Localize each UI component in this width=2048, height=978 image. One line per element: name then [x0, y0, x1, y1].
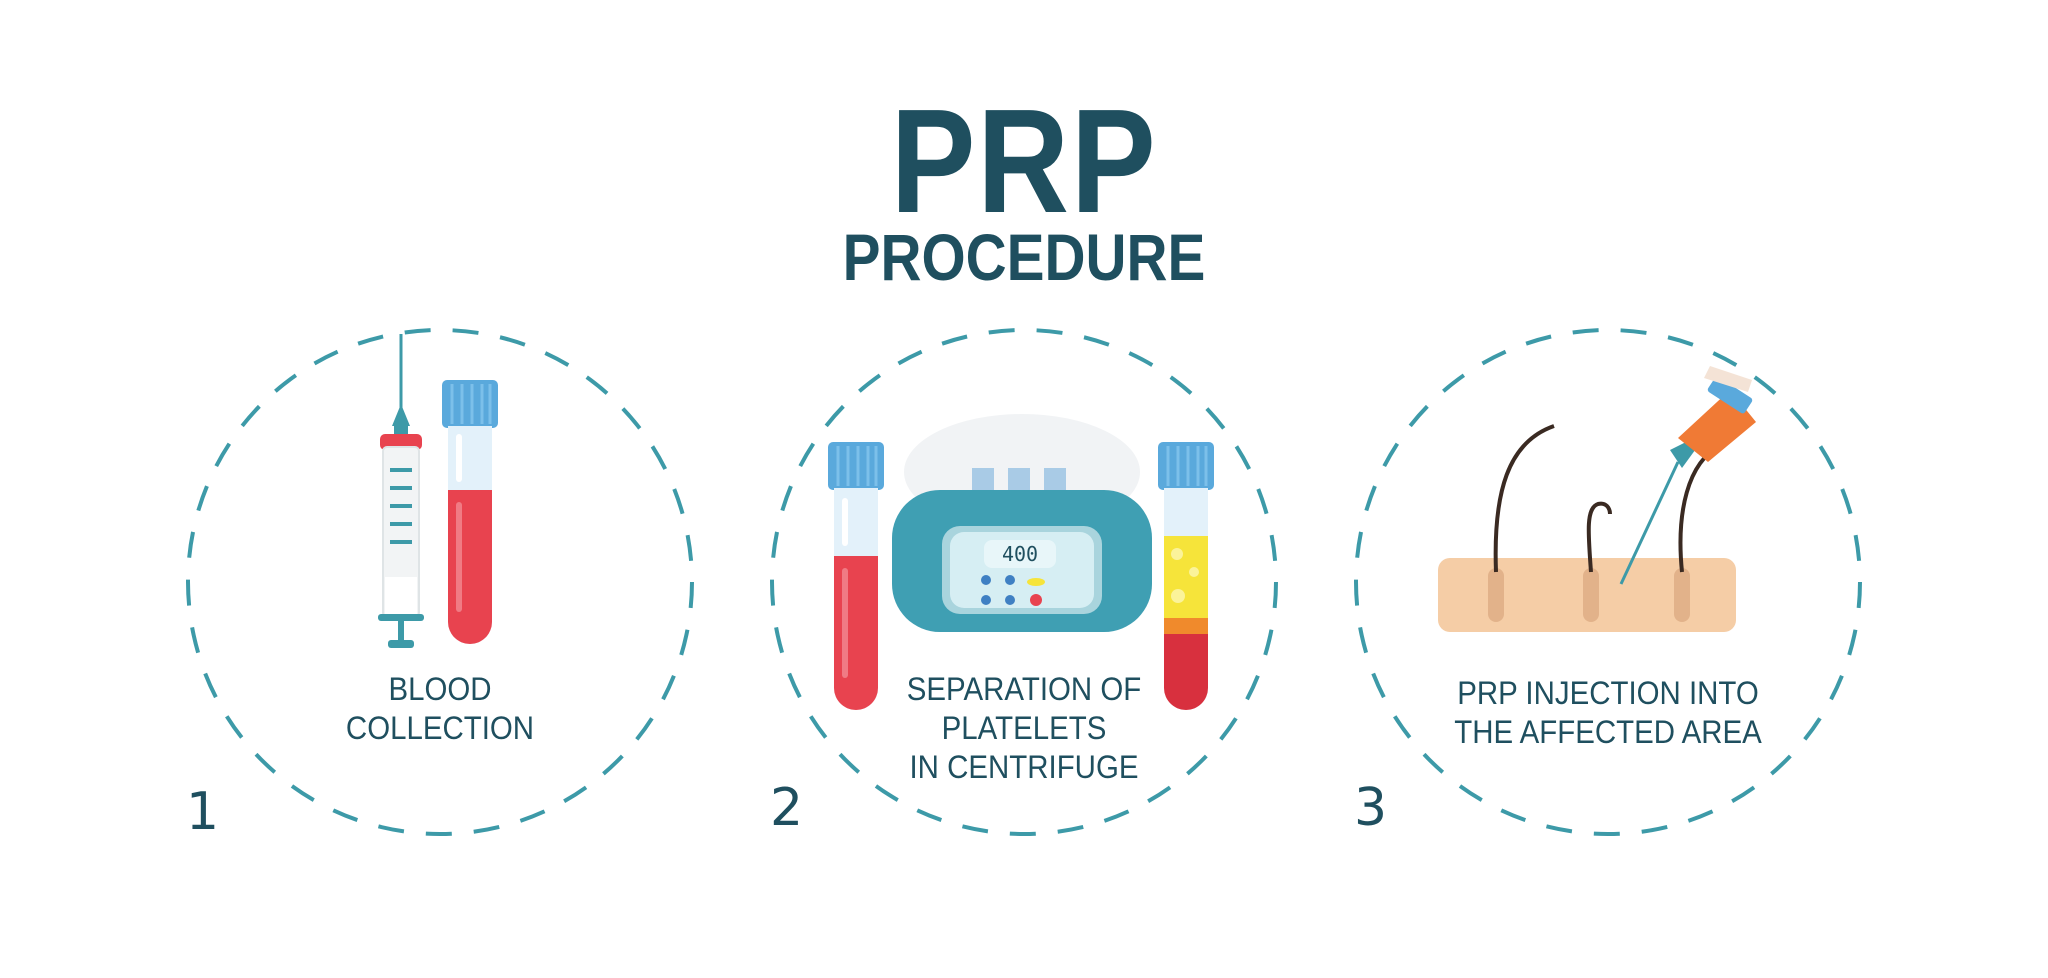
step-3: PRP INJECTION INTO THE AFFECTED AREA 3: [1348, 322, 1868, 842]
blood-tube-icon: [828, 442, 884, 710]
page-title: PRP: [890, 79, 1158, 244]
centrifuge-display: 400: [1001, 542, 1039, 566]
page-subtitle: PROCEDURE: [842, 220, 1206, 294]
step-2: 400 SEPARATION OF PLATELETS IN CENTRIFUG…: [764, 322, 1284, 842]
step-number: 1: [186, 782, 220, 842]
syringe-and-tube-icon: [378, 334, 498, 648]
dashed-circle: [1354, 328, 1862, 836]
syringe-icon: [378, 334, 424, 648]
step-label: SEPARATION OF PLATELETS IN CENTRIFUGE: [906, 671, 1142, 785]
scalp-injection-icon: [1438, 366, 1756, 632]
step-1: BLOOD COLLECTION 1: [180, 322, 700, 842]
blood-tube-icon: [442, 380, 498, 644]
centrifuge-icon: [892, 414, 1152, 632]
step-number: 3: [1354, 778, 1388, 838]
plasma-tube-icon: [1158, 442, 1214, 710]
step-label: PRP INJECTION INTO THE AFFECTED AREA: [1454, 675, 1762, 750]
centrifuge-illustration: [828, 414, 1214, 710]
dashed-circle: [770, 328, 1278, 836]
dashed-circle: [186, 328, 694, 836]
step-label: BLOOD COLLECTION: [345, 671, 535, 746]
step-number: 2: [770, 778, 804, 838]
